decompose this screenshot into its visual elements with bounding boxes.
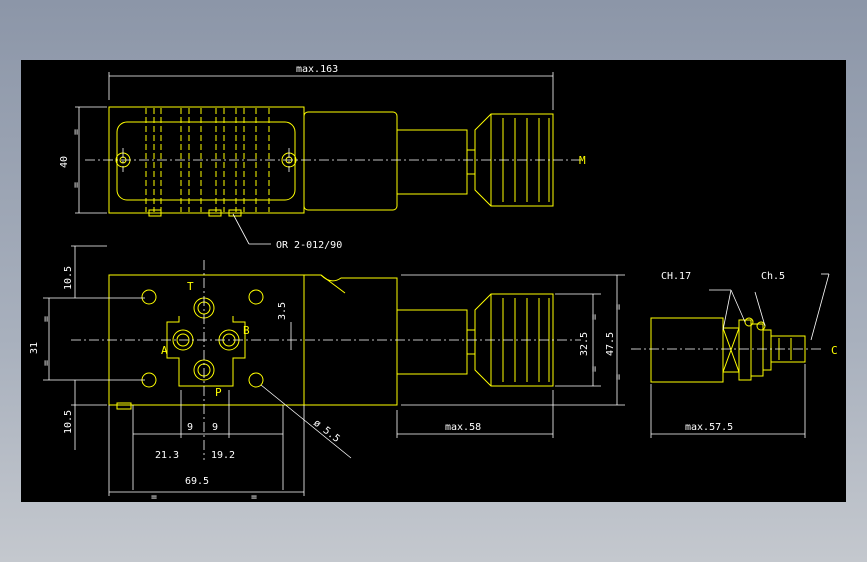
- equal-mark-right-b: =: [589, 366, 600, 372]
- dim-front-bottom-offset: 10.5: [63, 410, 74, 434]
- label-port-b: B: [243, 324, 250, 337]
- side-view: [631, 273, 830, 438]
- equal-mark-bottom-a: =: [151, 492, 157, 502]
- cad-drawing-canvas[interactable]: max.163 40 = = OR 2-012/90 M: [21, 60, 846, 502]
- dim-front-height: 31: [29, 342, 40, 354]
- equal-mark-right-a: =: [589, 314, 600, 320]
- label-port-p: P: [215, 386, 222, 399]
- dim-wrench-1: CH.17: [661, 271, 691, 282]
- dim-port-centerline: 32.5: [579, 332, 590, 356]
- label-port-t: T: [187, 280, 194, 293]
- o-ring-label: OR 2-012/90: [276, 240, 342, 251]
- dim-top-length: max.163: [296, 64, 338, 75]
- equal-mark-right-c: =: [613, 304, 624, 310]
- top-view: [75, 72, 581, 245]
- dim-knob-length: max.58: [445, 422, 481, 433]
- dim-front-top-offset: 10.5: [63, 266, 74, 290]
- dim-offset-left: 21.3: [155, 450, 179, 461]
- equal-mark-front-a: =: [41, 316, 52, 322]
- label-m: M: [579, 154, 586, 167]
- equal-mark-front-b: =: [41, 360, 52, 366]
- dim-offset-right: 19.2: [211, 450, 235, 461]
- equal-mark-bottom-b: =: [251, 492, 257, 502]
- valve-drawing: max.163 40 = = OR 2-012/90 M: [29, 64, 838, 502]
- dim-wrench-2: Ch.5: [761, 271, 785, 282]
- dim-overall-height: 47.5: [605, 332, 616, 356]
- equal-mark-top-b: =: [71, 182, 82, 188]
- dim-top-height: 40: [59, 156, 70, 168]
- dim-port-gap: 3.5: [277, 302, 288, 320]
- equal-mark-right-d: =: [613, 374, 624, 380]
- label-port-a: A: [161, 344, 168, 357]
- front-view: [43, 245, 625, 496]
- dim-side-length: max.57.5: [685, 422, 733, 433]
- equal-mark-top-a: =: [71, 129, 82, 135]
- dim-hole-diameter: ø 5.5: [311, 418, 341, 445]
- dim-spacing-b: 9: [212, 422, 218, 433]
- label-c: C: [831, 344, 838, 357]
- dim-spacing-a: 9: [187, 422, 193, 433]
- dim-body-width: 69.5: [185, 476, 209, 487]
